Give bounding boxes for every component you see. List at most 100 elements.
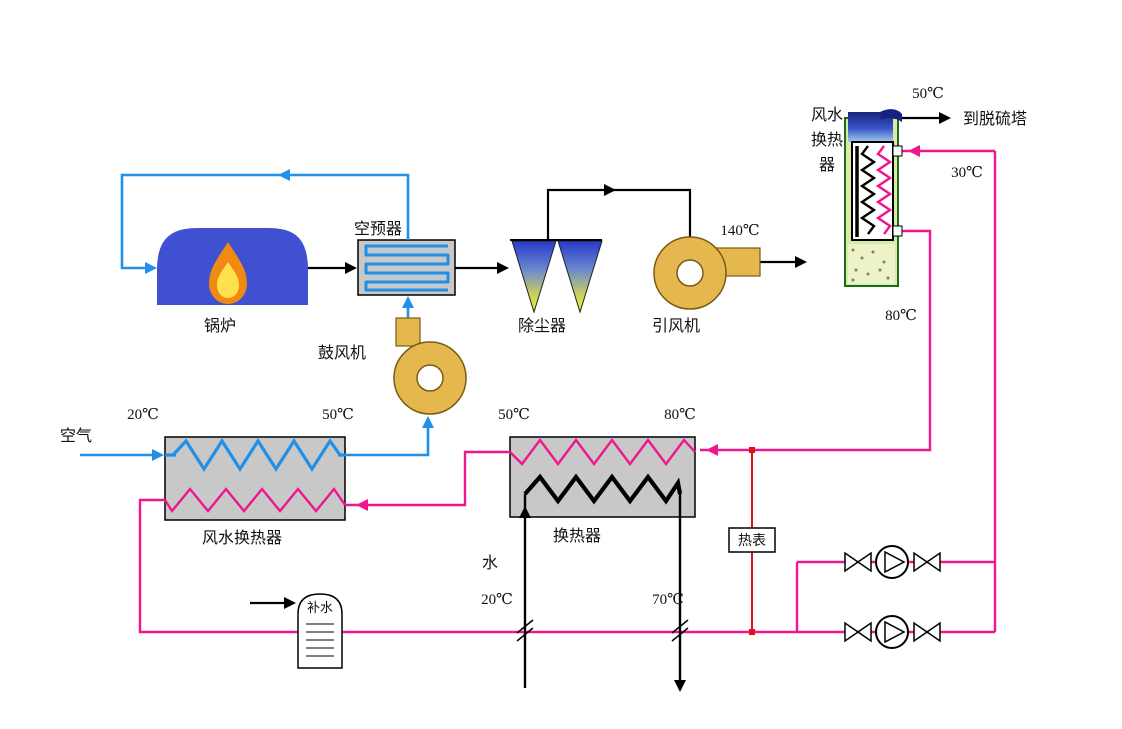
flow-arrows xyxy=(145,112,951,692)
gas-water-heat-exchanger xyxy=(844,109,903,287)
blower-hub xyxy=(416,364,444,392)
diagram-labels: 空气 20℃ 50℃ 锅炉 空预器 鼓风机 除尘器 引风机 140℃ 风水 换热… xyxy=(60,86,1027,615)
air-preheater-body xyxy=(357,239,456,296)
pipe-return-bottom xyxy=(138,498,995,634)
arrow-stack-out-icon xyxy=(939,112,951,124)
valve-icon xyxy=(913,621,929,643)
induced-draft-fan-icon xyxy=(653,236,761,310)
arrow-flue-1-icon xyxy=(345,262,357,274)
pump-valve-branch-upper xyxy=(844,545,941,579)
arrow-flue-3-icon xyxy=(604,184,616,196)
valve-icon xyxy=(856,551,872,573)
boiler xyxy=(157,228,308,305)
pump-valve-branch-lower xyxy=(844,615,941,649)
pipe-hx-to-blower xyxy=(345,420,430,457)
supply-temp-label: 80℃ xyxy=(885,308,917,324)
return-temp-label: 30℃ xyxy=(951,165,983,181)
pipe-break-icon xyxy=(671,627,689,642)
air-water-hx-body xyxy=(164,436,346,521)
pipe-hx-to-airhx xyxy=(345,450,510,507)
pump-impeller-icon xyxy=(884,620,906,644)
hx-gas-coil-icon xyxy=(859,145,877,235)
arrow-to-preheater-icon xyxy=(402,296,414,308)
air-in-temp-label: 20℃ xyxy=(127,407,159,423)
water-label: 水 xyxy=(482,554,498,572)
gas-water-hx-label-1: 风水 xyxy=(811,106,843,124)
heat-meter-label: 热表 xyxy=(738,533,766,549)
arrow-water-out-icon xyxy=(674,680,686,692)
dust-collector xyxy=(510,239,603,314)
arrow-to-airhx-icon xyxy=(356,499,368,511)
heat-meter xyxy=(728,527,776,553)
hx-nozzle-top xyxy=(892,145,903,157)
valve-icon xyxy=(925,621,941,643)
flame-core-icon xyxy=(217,262,239,298)
pipe-break-icon xyxy=(671,619,689,634)
makeup-tank-hatch-icon xyxy=(306,623,334,657)
air-preheater-label: 空预器 xyxy=(354,220,402,238)
id-fan-label: 引风机 xyxy=(652,317,700,335)
arrow-to-boiler-icon xyxy=(145,262,157,274)
water-out-temp-label: 70℃ xyxy=(652,592,684,608)
flue-gas-pipes xyxy=(250,116,946,605)
secondary-water-pipes xyxy=(516,473,689,688)
air-coil-icon xyxy=(171,438,342,472)
water-in-temp-label: 20℃ xyxy=(481,592,513,608)
air-water-heat-exchanger xyxy=(164,436,346,521)
air-water-hx-hot-coil-icon xyxy=(163,487,346,514)
flue-temp-label: 140℃ xyxy=(720,223,759,239)
hx-hot-out-temp-label: 50℃ xyxy=(498,407,530,423)
stack-temp-label: 50℃ xyxy=(912,86,944,102)
arrow-makeup-icon xyxy=(284,597,296,609)
air-out-temp-label: 50℃ xyxy=(322,407,354,423)
arrow-to-blower-icon xyxy=(422,416,434,428)
water-hx-cold-coil-icon xyxy=(523,473,683,505)
gas-water-hx-label-3: 器 xyxy=(819,156,835,174)
pipe-preheater-to-boiler xyxy=(120,173,410,270)
pipe-break-icon xyxy=(516,619,534,634)
arrow-water-in-icon xyxy=(519,506,531,518)
air-water-hx-label: 风水换热器 xyxy=(202,529,282,547)
blower-fan-icon xyxy=(393,317,467,415)
water-hx-label: 换热器 xyxy=(553,527,601,545)
gas-outlet-spout-icon xyxy=(880,109,902,122)
hx-nozzle-bottom xyxy=(892,225,903,237)
arrow-supply-icon xyxy=(706,444,718,456)
arrow-air-in-icon xyxy=(152,449,164,461)
valve-icon xyxy=(913,551,929,573)
heat-meter-tap-bottom xyxy=(749,629,755,635)
arrow-flue-2-icon xyxy=(497,262,509,274)
makeup-tank-body xyxy=(297,593,343,669)
valve-icon xyxy=(856,621,872,643)
makeup-water-tank xyxy=(297,593,343,669)
air-pipes xyxy=(80,173,430,472)
air-preheater xyxy=(357,239,456,296)
heat-meter-box xyxy=(728,527,776,553)
dust-hopper-icon xyxy=(557,240,603,314)
hx-water-coil-icon xyxy=(875,145,893,235)
arrow-return-in-icon xyxy=(908,145,920,157)
boiler-label: 锅炉 xyxy=(204,317,236,335)
valve-icon xyxy=(844,621,860,643)
gas-water-hx-label-2: 换热 xyxy=(811,131,843,149)
pipe-supply-80 xyxy=(700,229,932,452)
valve-icon xyxy=(925,551,941,573)
gas-inlet-speckles-icon xyxy=(851,248,890,282)
water-hx-hot-coil-icon xyxy=(509,438,696,466)
makeup-tank-label: 补水 xyxy=(307,600,333,615)
desulfurizer-label: 到脱硫塔 xyxy=(963,110,1027,128)
heat-meter-tap-top xyxy=(749,447,755,453)
dust-collector-label: 除尘器 xyxy=(518,317,566,335)
pipe-dust-to-idfan xyxy=(546,188,692,240)
air-inlet-label: 空气 xyxy=(60,427,92,445)
blower-label: 鼓风机 xyxy=(318,344,366,362)
air-preheater-tubes-icon xyxy=(364,244,450,292)
valve-icon xyxy=(844,551,860,573)
blower-outlet xyxy=(395,317,421,347)
pump-impeller-icon xyxy=(884,550,906,574)
pipe-break-icon xyxy=(516,627,534,642)
id-fan-hub xyxy=(676,259,704,287)
hx-hot-in-temp-label: 80℃ xyxy=(664,407,696,423)
